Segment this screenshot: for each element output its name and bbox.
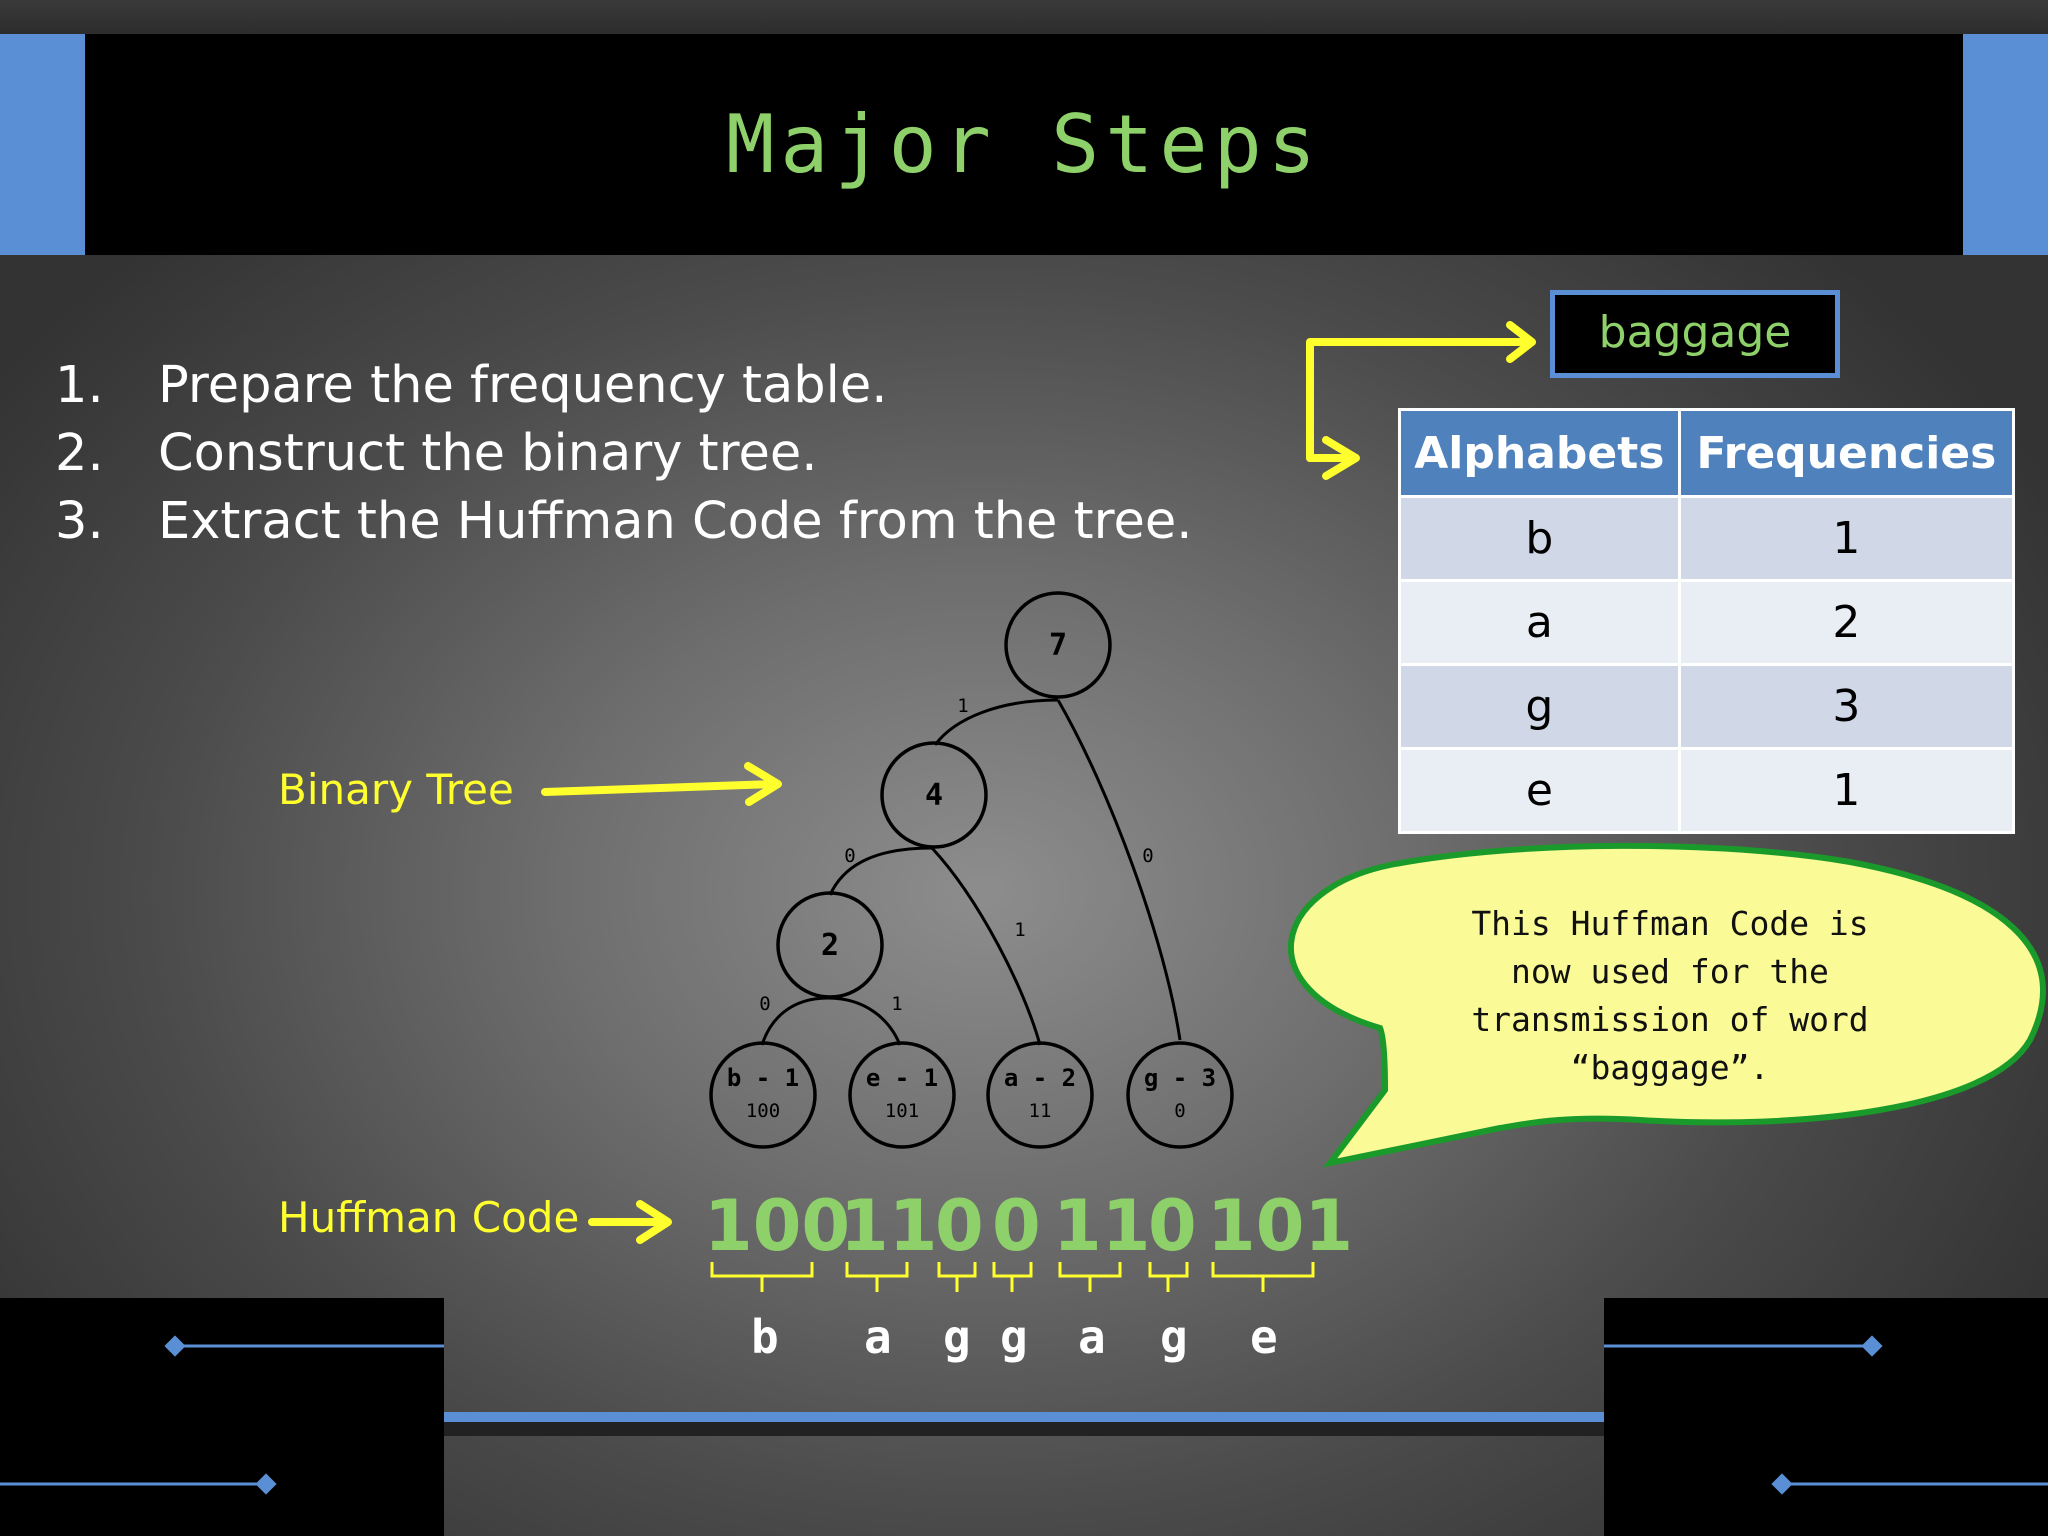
node-g [1126,1041,1234,1149]
decoded-letter: a [864,1310,892,1364]
step-item: 2. Construct the binary tree. [55,420,1192,488]
word-box: baggage [1550,290,1840,378]
decoded-letter: e [1250,1310,1278,1364]
callout-line: transmission of word [1471,1000,1869,1039]
step-number: 3. [55,492,104,551]
table-row: a 2 [1398,579,2016,666]
bottom-strip [444,1422,1604,1436]
word-to-table-arrow [1306,321,1536,480]
step-item: 3. Extract the Huffman Code from the tree… [55,488,1192,556]
title-accent-right [1963,34,2048,255]
table-header-row: Alphabets Frequencies [1398,408,2016,498]
tree-labels: 7 4 2 b - 1 100 e - 1 101 a - 2 11 g - 3… [727,628,1216,1122]
binary-tree-arrow [541,762,782,806]
huffman-code-label: Huffman Code [278,1193,580,1242]
slide-title: Major Steps [726,98,1322,191]
node-2 [776,891,884,999]
steps-list: 1. Prepare the frequency table. 2. Constru… [55,352,1192,556]
decoded-letter: a [1078,1310,1106,1364]
node-e-code: 101 [885,1100,919,1122]
step-number: 1. [55,356,104,415]
edge-n2-b [760,996,829,1046]
step-text: Construct the binary tree. [158,424,818,483]
edge-label: 0 [1142,845,1153,867]
edge-label: 0 [759,993,770,1015]
cell-alphabet: e [1398,747,1681,834]
edge-n4-a [930,846,1042,1046]
node-b-code: 100 [746,1100,780,1122]
edge-label: 0 [844,845,855,867]
edge-root-n4 [933,698,1059,746]
header-alphabets: Alphabets [1398,408,1681,498]
binary-tree-label: Binary Tree [278,765,514,814]
step-item: 1. Prepare the frequency table. [55,352,1192,420]
code-segment: 100 [704,1185,851,1267]
node-root-label: 7 [1049,628,1067,663]
edge-n2-e [827,996,902,1046]
header-frequencies: Frequencies [1677,408,2016,498]
step-text: Prepare the frequency table. [158,356,888,415]
code-segment: 101 [1207,1185,1354,1267]
node-e [848,1041,956,1149]
node-a-code: 11 [1029,1100,1052,1122]
tree-nodes [709,591,1234,1149]
cell-alphabet: b [1398,495,1681,582]
code-segment: 0 [992,1185,1041,1267]
decoded-letter: g [1160,1310,1188,1364]
edge-label: 1 [957,695,968,717]
top-band [0,0,2048,34]
node-a-label: a - 2 [1004,1064,1076,1092]
node-g-code: 0 [1174,1100,1185,1122]
cell-alphabet: a [1398,579,1681,666]
callout-line: This Huffman Code is [1471,904,1869,943]
decoded-letter: b [751,1310,779,1364]
bottom-accent-bar [444,1412,1604,1422]
decoded-letter: g [1000,1310,1028,1364]
node-a [986,1041,1094,1149]
node-4-label: 4 [925,778,943,813]
cell-frequency: 3 [1677,663,2016,750]
code-segment: 11 [1053,1185,1151,1267]
node-g-label: g - 3 [1144,1064,1216,1092]
callout-bubble [1287,842,2046,1168]
tree-edges [760,698,1182,1046]
bottom-left-panel [0,1298,444,1536]
edge-root-g [1056,699,1182,1041]
table-row: g 3 [1398,663,2016,750]
code-braces [710,1262,1315,1292]
callout-line: “baggage”. [1570,1048,1770,1087]
node-b [709,1041,817,1149]
code-segment: 0 [935,1185,984,1267]
code-segment: 11 [840,1185,938,1267]
cell-alphabet: g [1398,663,1681,750]
cell-frequency: 2 [1677,579,2016,666]
step-number: 2. [55,424,104,483]
edge-label: 1 [891,993,902,1015]
table-row: b 1 [1398,495,2016,582]
cell-frequency: 1 [1677,495,2016,582]
table-row: e 1 [1398,747,2016,834]
code-segment: 0 [1148,1185,1197,1267]
title-accent-left [0,34,85,255]
decoded-letter: g [943,1310,971,1364]
bottom-right-panel [1604,1298,2048,1536]
callout-text: This Huffman Code is now used for the tr… [1370,900,1970,1092]
huffman-code-arrow [588,1200,672,1244]
title-bar [85,34,1963,255]
node-b-label: b - 1 [727,1064,799,1092]
callout-line: now used for the [1511,952,1829,991]
node-2-label: 2 [821,928,839,963]
edge-label: 1 [1014,919,1025,941]
frequency-table: Alphabets Frequencies b 1 a 2 g 3 e 1 [1398,408,2016,834]
node-e-label: e - 1 [866,1064,938,1092]
cell-frequency: 1 [1677,747,2016,834]
node-4 [880,741,988,849]
node-root [1004,591,1112,699]
step-text: Extract the Huffman Code from the tree. [158,492,1193,551]
edge-n4-n2 [828,846,933,896]
